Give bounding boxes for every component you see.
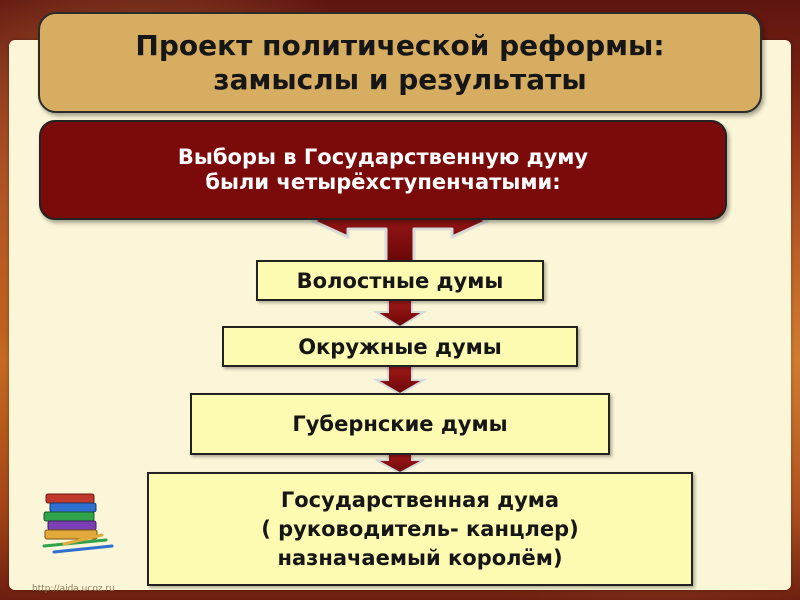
books-icon [42, 493, 114, 554]
level-okrug-dumas: Окружные думы [222, 326, 578, 367]
level-gubernia-dumas: Губернские думы [190, 393, 610, 455]
level-label: Губернские думы [292, 412, 508, 436]
level-label: Волостные думы [296, 268, 504, 293]
level-state-duma: Государственная дума ( руководитель- кан… [147, 472, 693, 586]
elections-line-2: были четырёхступенчатыми: [205, 170, 561, 194]
level-volost-dumas: Волостные думы [256, 260, 544, 301]
watermark-text: http://aida.ucoz.ru [32, 584, 115, 594]
state-duma-line-1: Государственная дума [280, 487, 560, 512]
level-label: Окружные думы [298, 334, 502, 359]
state-duma-line-2: ( руководитель- канцлер) [261, 516, 579, 541]
title-text: Проект политической реформы: замыслы и р… [135, 28, 665, 96]
state-duma-line-3: назначаемый королём) [277, 545, 563, 570]
down-arrow-icon [372, 365, 428, 396]
elections-header: Выборы в Государственную думу были четыр… [39, 120, 727, 220]
elections-line-1: Выборы в Государственную думу [177, 145, 589, 169]
down-arrow-icon [375, 453, 425, 475]
down-arrow-icon [372, 299, 428, 329]
page-title: Проект политической реформы: замыслы и р… [38, 12, 762, 113]
